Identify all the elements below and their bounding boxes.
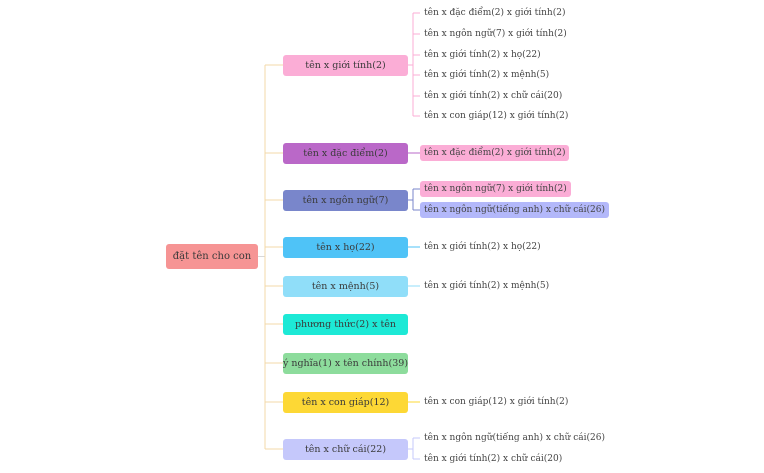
branch-node[interactable]: tên x mệnh(5) [283, 275, 408, 297]
leaf-node[interactable]: tên x ngôn ngữ(tiếng anh) x chữ cái(26) [424, 433, 606, 443]
branch-node[interactable]: tên x chữ cái(22) [283, 438, 408, 460]
leaf-node[interactable]: tên x giới tính(2) x họ(22) [424, 242, 541, 252]
branch-node[interactable]: tên x đặc điểm(2) [283, 142, 408, 164]
leaf-node[interactable]: tên x ngôn ngữ(7) x giới tính(2) [424, 29, 567, 39]
leaf-node[interactable]: tên x đặc điểm(2) x giới tính(2) [420, 145, 570, 161]
leaf-node[interactable]: tên x con giáp(12) x giới tính(2) [424, 397, 569, 407]
leaf-node[interactable]: tên x ngôn ngữ(7) x giới tính(2) [420, 181, 571, 197]
leaf-node[interactable]: tên x ngôn ngữ(tiếng anh) x chữ cái(26) [420, 202, 610, 218]
branch-node[interactable]: tên x ngôn ngữ(7) [283, 189, 408, 211]
leaf-node[interactable]: tên x giới tính(2) x họ(22) [424, 50, 541, 60]
branch-node[interactable]: ý nghĩa(1) x tên chính(39) [283, 352, 408, 374]
leaf-node[interactable]: tên x con giáp(12) x giới tính(2) [424, 111, 569, 121]
branch-node[interactable]: tên x con giáp(12) [283, 391, 408, 413]
leaf-node[interactable]: tên x giới tính(2) x mệnh(5) [424, 281, 550, 291]
leaf-node[interactable]: tên x giới tính(2) x mệnh(5) [424, 70, 550, 80]
branch-node[interactable]: tên x họ(22) [283, 236, 408, 258]
branch-node[interactable]: tên x giới tính(2) [283, 54, 408, 76]
leaf-node[interactable]: tên x giới tính(2) x chữ cái(20) [424, 454, 563, 464]
leaf-node[interactable]: tên x giới tính(2) x chữ cái(20) [424, 91, 563, 101]
root-node[interactable]: đặt tên cho con [166, 244, 258, 269]
branch-node[interactable]: phương thức(2) x tên [283, 313, 408, 335]
leaf-node[interactable]: tên x đặc điểm(2) x giới tính(2) [424, 8, 566, 18]
